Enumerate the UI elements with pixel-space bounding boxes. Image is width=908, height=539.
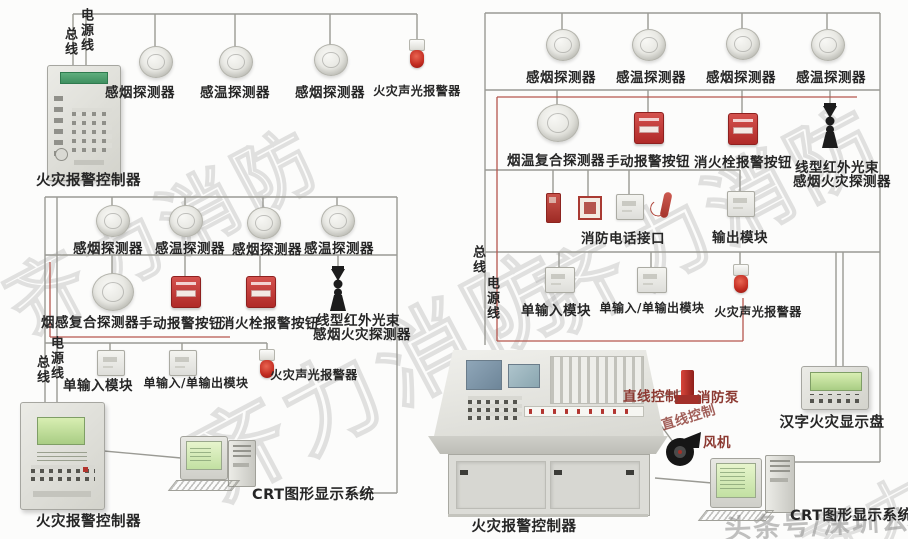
panel-button-row [31,465,95,481]
power-line-label: 电源线 [48,336,63,381]
power-line-label: 电源线 [484,276,499,321]
sound-light-alarm-label: 火灾声光报警器 [373,84,461,98]
fan-label: 风机 [703,435,731,451]
panel-button-grid [72,108,112,152]
smoke-detector-label: 感烟探测器 [73,241,143,257]
smoke-detector-label: 感烟探测器 [105,85,175,101]
panel-red-button [83,467,88,472]
computer-tower [228,440,256,487]
keyboard [697,510,775,521]
heat-detector-label: 感温探测器 [304,241,374,257]
cn-fire-display-label: 汉字火灾显示盘 [779,415,885,431]
fire-phone-jack-label: 消防电话接口 [581,231,665,247]
power-line-label: 电源线 [78,8,93,53]
phone-jack-module-icon [616,194,644,220]
sound-light-alarm-icon [258,349,276,379]
panel-text-lines [37,449,87,461]
bus-line-label: 总线 [470,245,485,275]
smoke-detector-icon [314,44,348,76]
smoke-detector-label: 感烟探测器 [295,85,365,101]
fire-alarm-control-panel [20,402,105,510]
bus-line-label: 总线 [34,355,49,385]
manual-call-point-icon [171,276,201,308]
smoke-detector-icon [546,29,580,61]
direct-line-control-label: 直线控制 [623,389,679,405]
panel-lcd [37,417,85,445]
smoke-detector-icon [139,46,173,78]
smoke-detector-icon [96,205,130,237]
single-input-module-label: 单输入模块 [63,378,133,394]
phone-module-icon [578,196,602,220]
sound-light-alarm-label: 火灾声光报警器 [714,305,802,319]
heat-detector-icon [169,205,203,237]
crt-monitor [180,436,228,480]
control-console-label: 火灾报警控制器 [471,519,577,535]
hydrant-button-icon [246,276,276,308]
sound-light-alarm-label: 火灾声光报警器 [270,368,358,382]
keyboard [167,480,241,491]
smoke-detector-icon [726,28,760,60]
single-input-module-icon [97,350,125,376]
computer-tower [765,455,795,513]
heat-detector-label: 感温探测器 [200,85,270,101]
hydrant-button-label: 消火栓报警按钮 [694,155,792,171]
heat-detector-label: 感温探测器 [155,241,225,257]
smoke-heat-composite-detector-icon [537,104,579,142]
heat-detector-icon [219,46,253,78]
hydrant-button-label: 消火栓报警按钮 [221,316,319,332]
output-module-label: 输出模块 [712,230,768,246]
sound-light-alarm-icon [408,39,426,69]
beam-detector-label: 线型红外光束 [795,160,879,176]
panel-led-column [54,94,63,156]
crt-display-system-label: CRT图形显示系统 [252,487,375,503]
sound-light-alarm-icon [732,264,750,294]
single-input-module-icon [545,267,575,293]
heat-detector-label: 感温探测器 [616,70,686,86]
single-io-module-label: 单输入/单输出模块 [599,301,705,315]
fire-telephone-icon [546,193,561,223]
smoke-detector-label: 感烟探测器 [706,70,776,86]
fire-alarm-control-panel [47,65,121,181]
output-module-icon [727,191,755,217]
panel-plate [74,160,104,165]
cn-fire-display-panel [801,366,869,410]
heat-detector-icon [811,29,845,61]
heat-detector-label: 感温探测器 [796,70,866,86]
beam-detector-label: 感烟火灾探测器 [313,327,411,343]
manual-call-point-icon [634,112,664,144]
panel-dial [55,148,68,161]
bus-line-label: 总线 [62,27,77,57]
single-io-module-label: 单输入/单输出模块 [143,376,249,390]
beam-detector-label: 线型红外光束 [316,313,400,329]
manual-call-point-label: 手动报警按钮 [606,154,690,170]
beam-detector-label: 感烟火灾探测器 [793,174,891,190]
manual-call-point-label: 手动报警按钮 [139,316,223,332]
control-panel-label: 火灾报警控制器 [36,173,141,189]
smoke-detector-icon [247,207,281,239]
single-input-module-label: 单输入模块 [521,303,591,319]
panel-indicator-strip [60,72,108,84]
panel-plate [33,491,91,497]
smoke-detector-label: 感烟探测器 [526,70,596,86]
crt-monitor [710,458,762,508]
smoke-detector-label: 感烟探测器 [232,242,302,258]
beam-detector-icon [327,266,349,312]
heat-detector-icon [321,205,355,237]
fire-pump-label: 消防泵 [697,390,739,406]
beam-detector-icon [819,103,841,149]
smoke-heat-composite-detector-label: 烟温复合探测器 [507,153,605,169]
crt-display-system-label: CRT图形显示系统 [790,508,908,524]
fire-alarm-control-console [428,344,668,520]
hydrant-button-icon [728,113,758,145]
single-io-module-icon [637,267,667,293]
smoke-composite-detector-label: 烟感复合探测器 [41,315,139,331]
single-io-module-icon [169,350,197,376]
fan-icon [663,430,705,468]
smoke-composite-detector-icon [92,273,134,311]
heat-detector-icon [632,29,666,61]
control-panel-label: 火灾报警控制器 [36,514,141,530]
fire-pump-icon [674,370,702,408]
